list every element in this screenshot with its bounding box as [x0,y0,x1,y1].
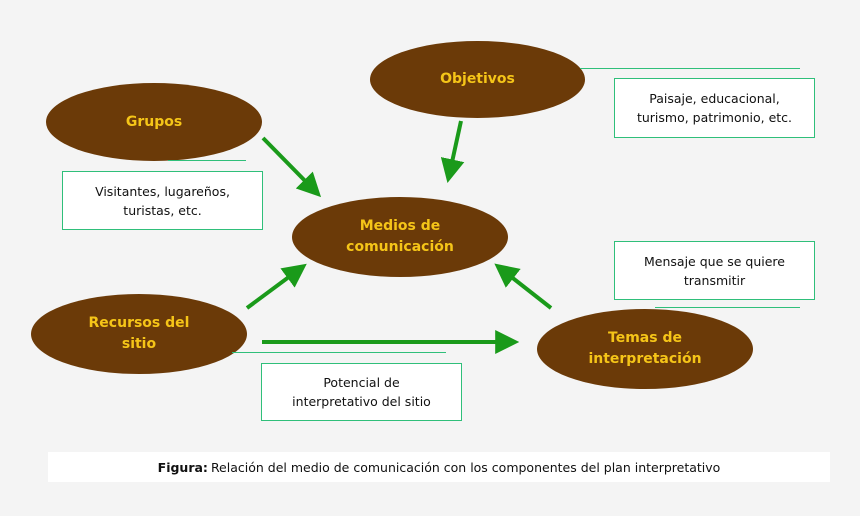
note-grupos: Visitantes, lugareños, turistas, etc. [62,171,263,230]
arrow-temas-to-medios [494,263,553,310]
connector-temas-note [655,307,800,308]
connector-recursos-note [232,352,446,353]
node-medios-label: Medios de comunicación [346,218,454,255]
note-temas-text: Mensaje que se quiere transmitir [644,253,785,288]
note-objetivos-text: Paisaje, educacional, turismo, patrimoni… [636,91,793,125]
arrow-recursos-to-medios [245,263,307,310]
node-grupos: Grupos [46,83,262,161]
note-recursos-text: Potencial de interpretativo del sitio [292,375,431,409]
node-recursos-label: Recursos del sitio [88,315,190,352]
caption-label: Figura: [157,459,208,475]
connector-objetivos-note [580,68,800,69]
node-recursos: Recursos del sitio [31,294,247,374]
note-objetivos: Paisaje, educacional, turismo, patrimoni… [614,78,815,138]
node-objetivos-label: Objetivos [440,71,515,87]
note-temas: Mensaje que se quiere transmitir [614,241,815,300]
caption-text: Relación del medio de comunicación con l… [210,459,721,475]
note-grupos-text: Visitantes, lugareños, turistas, etc. [95,183,230,218]
node-medios: Medios de comunicación [292,197,508,277]
node-objetivos: Objetivos [370,41,585,118]
note-recursos: Potencial de interpretativo del sitio [261,363,462,421]
node-temas-label: Temas de interpretación [588,330,702,367]
arrow-objetivos-to-medios [440,120,465,184]
node-temas: Temas de interpretación [537,309,753,389]
node-grupos-label: Grupos [125,113,183,130]
figure-caption: Figura: Relación del medio de comunicaci… [48,452,830,482]
arrow-grupos-to-medios [261,136,322,198]
connector-grupos-note [168,160,246,161]
